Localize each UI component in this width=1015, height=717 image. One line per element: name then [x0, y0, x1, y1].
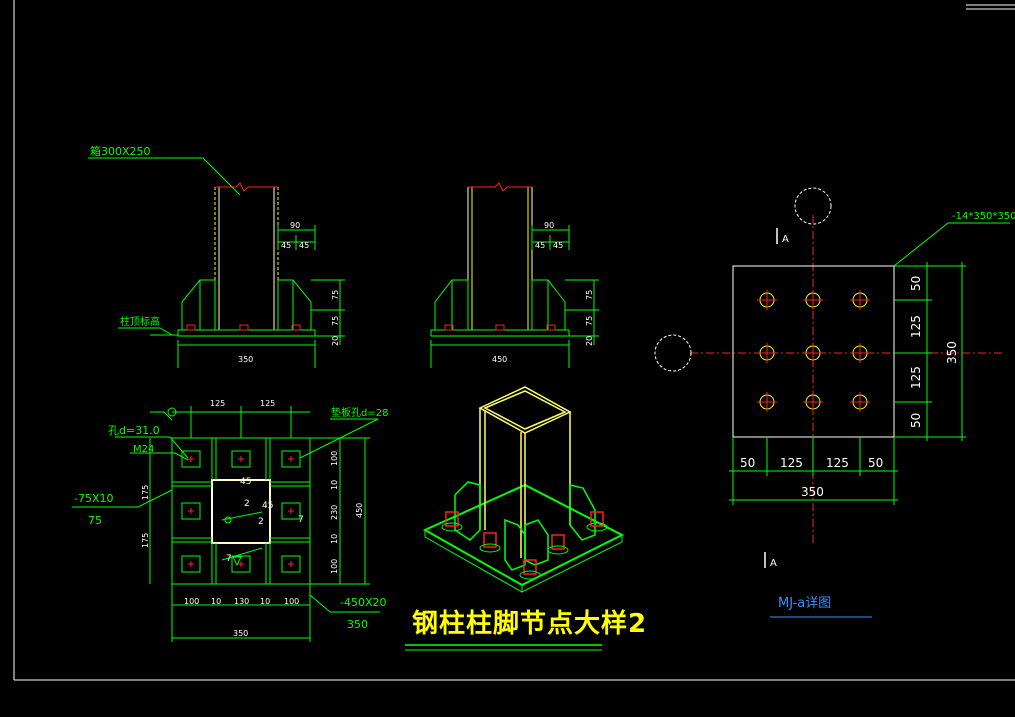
weld-7b: 7	[226, 554, 232, 564]
iso-bolt-nut	[445, 511, 459, 527]
detail-right-125a: 125	[909, 315, 923, 338]
weld-2a: 2	[244, 499, 250, 509]
detail-bottom-50a: 50	[740, 456, 755, 470]
plan-bolt-plate	[181, 450, 201, 468]
plan-dim-125b: 125	[260, 399, 275, 408]
v1-dim-width: 350	[238, 355, 253, 364]
plan-dim-175b: 175	[141, 533, 150, 548]
plan-dim-width: 350	[233, 629, 248, 638]
v2-dim-90: 90	[544, 221, 554, 230]
plan-bottom-100b: 100	[284, 597, 299, 606]
plan-bolt-plate	[281, 555, 301, 573]
plan-dim-175a: 175	[141, 485, 150, 500]
v1-dim-45b: 45	[299, 241, 309, 250]
detail-right-50a: 50	[909, 276, 923, 291]
iso-bolt-nut	[590, 511, 604, 527]
iso-bolt-washer	[547, 545, 569, 555]
weld-7a: 7	[298, 515, 304, 525]
washer-label: 垫板孔d=28	[331, 406, 388, 419]
v1-dim-45a: 45	[281, 241, 291, 250]
iso-bolt-nut	[483, 532, 497, 548]
iso-bolt-washer	[479, 543, 501, 553]
elevation-view-450: 90 45 45 75 75 20 450	[430, 182, 599, 368]
v1-dim-75a: 75	[331, 290, 340, 300]
detail-bottom-125a: 125	[780, 456, 803, 470]
detail-right-125b: 125	[909, 366, 923, 389]
isometric-view	[422, 386, 625, 593]
v2-dim-20: 20	[585, 336, 594, 346]
v1-level-label: 柱顶标高	[120, 315, 160, 328]
v1-dim-20: 20	[331, 336, 340, 346]
v1-leader-label: 箱300X250	[90, 144, 151, 158]
plan-bolt-plate	[281, 450, 301, 468]
detail-bottom-125b: 125	[826, 456, 849, 470]
stiffener-sub: 75	[88, 514, 102, 527]
section-a-top: A	[782, 234, 789, 245]
iso-bolt-washer	[586, 522, 608, 532]
plan-right-10b: 10	[330, 534, 339, 544]
plan-bolt-plate	[181, 502, 201, 520]
plan-bottom-10b: 10	[260, 597, 270, 606]
plan-bolt-plate	[231, 555, 251, 573]
plate-label: -450X20	[340, 596, 387, 609]
weld-45b: 45	[262, 501, 273, 511]
mj-a-detail: A A -14*350*350 50 125 125 50 350 50	[654, 187, 1015, 618]
drawing-title: 钢柱柱脚节点大样2	[412, 608, 647, 639]
plan-right-10a: 10	[330, 480, 339, 490]
hole-label: 孔d=31.0	[108, 424, 160, 437]
v1-dim-90: 90	[290, 221, 300, 230]
drawing-frame	[13, 0, 1015, 681]
section-a-bottom: A	[770, 558, 777, 569]
v2-dim-75b: 75	[585, 316, 594, 326]
v2-dim-45b: 45	[553, 241, 563, 250]
iso-bolt-nut	[551, 534, 565, 550]
iso-bolt-washer	[519, 570, 541, 580]
detail-bottom-50b: 50	[868, 456, 883, 470]
plan-bolt-plate	[281, 502, 301, 520]
iso-bolt-nut	[523, 559, 537, 575]
v2-dim-width: 450	[492, 355, 507, 364]
detail-bottom-total: 350	[801, 485, 824, 499]
plan-bottom-10a: 10	[211, 597, 221, 606]
plan-bolt-plate	[181, 555, 201, 573]
bolt-label: M24	[133, 444, 154, 455]
plan-view: 45 2 45 2 7 7 125	[72, 399, 388, 642]
weld-2b: 2	[258, 517, 264, 527]
plan-overall-right: 450	[355, 503, 364, 518]
plan-right-100a: 100	[330, 451, 339, 466]
plan-dim-125a: 125	[210, 399, 225, 408]
detail-title: MJ-a详图	[778, 596, 831, 611]
plan-bottom-100a: 100	[184, 597, 199, 606]
detail-plate-label: -14*350*350	[952, 211, 1015, 222]
v1-dim-75b: 75	[331, 316, 340, 326]
detail-right-50b: 50	[909, 413, 923, 428]
plan-bolt-plate	[231, 450, 251, 468]
plate-sub: 350	[347, 618, 368, 631]
plan-bottom-130: 130	[234, 597, 249, 606]
stiffener-label: -75X10	[74, 492, 114, 505]
v2-dim-45a: 45	[535, 241, 545, 250]
detail-right-total: 350	[945, 341, 959, 364]
plan-right-100b: 100	[330, 559, 339, 574]
v2-dim-75a: 75	[585, 290, 594, 300]
elevation-view-350: 箱300X250 柱顶标高 90 45 45 75 75 20 350	[88, 144, 345, 368]
plan-right-230: 230	[330, 505, 339, 520]
drawing-title-block: 钢柱柱脚节点大样2	[405, 608, 647, 651]
weld-45a: 45	[240, 477, 251, 487]
iso-bolt-washer	[441, 522, 463, 532]
